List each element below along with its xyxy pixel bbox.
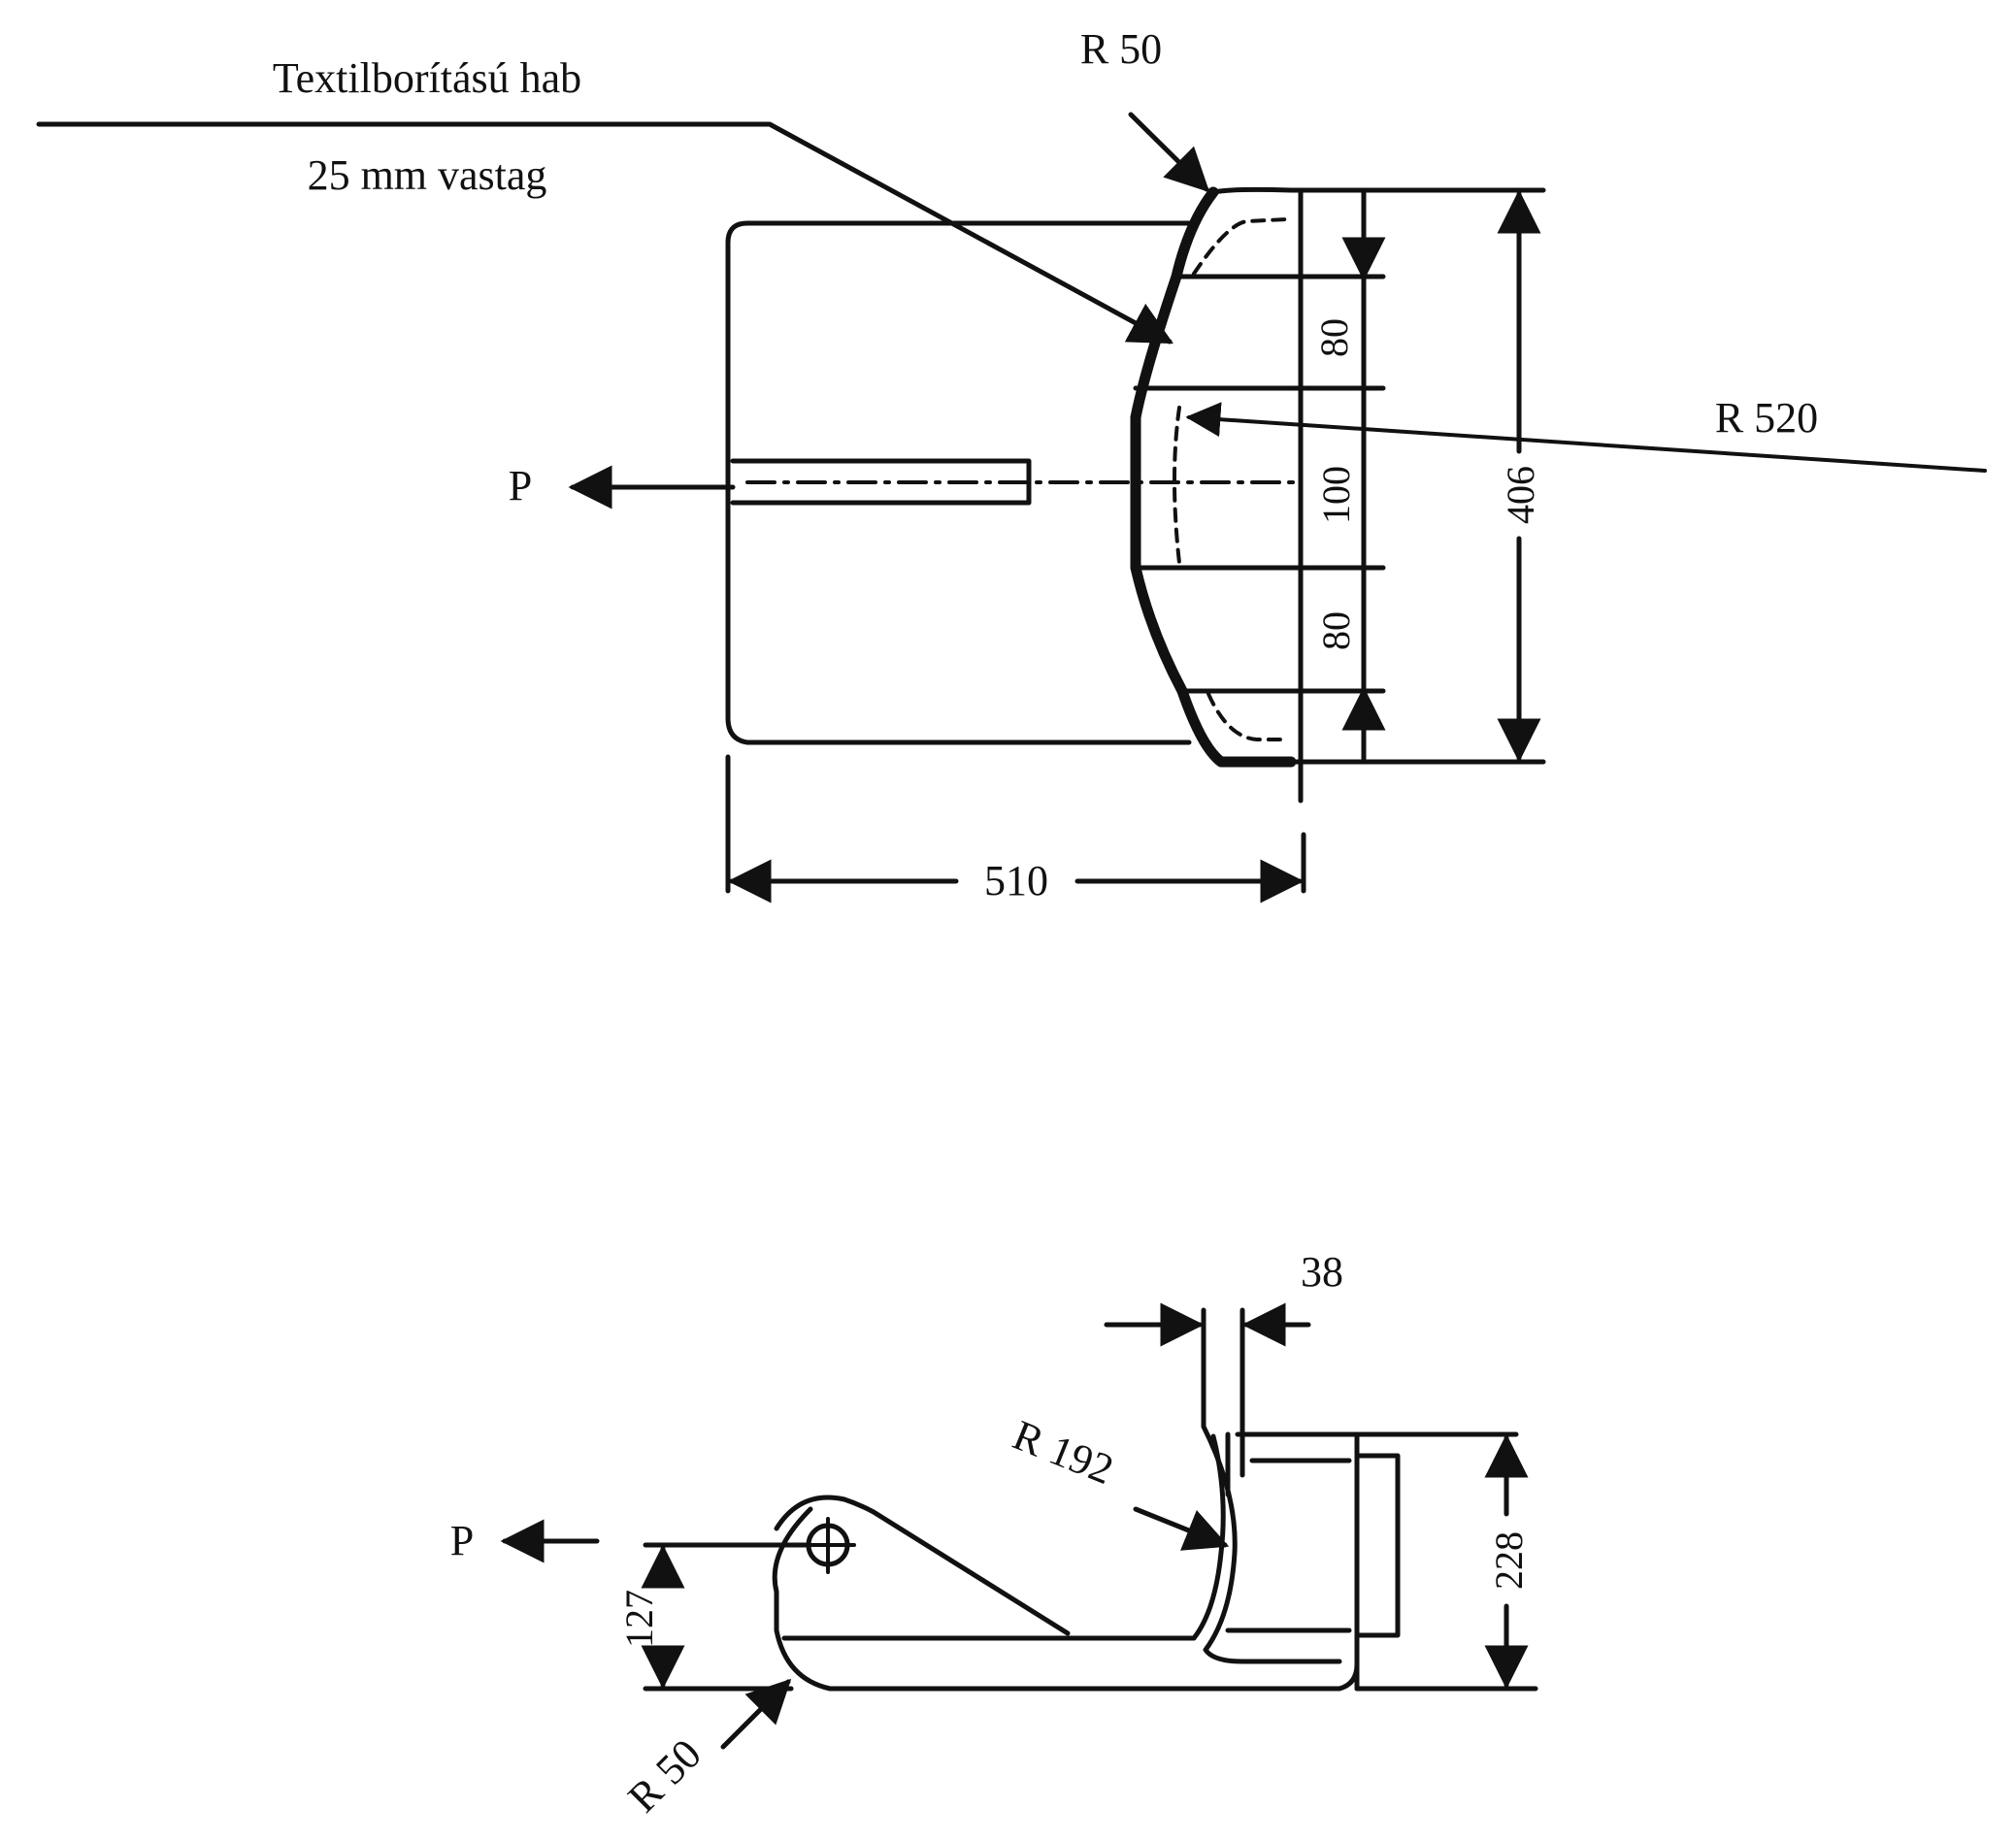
dim-406-label: 406 [1499,466,1542,524]
upper-cap [1173,186,1299,279]
dim-80-lower-label: 80 [1314,611,1358,650]
dim-100-label: 100 [1314,466,1358,524]
dim-127-label: 127 [617,1590,661,1648]
handle-slot [730,458,1032,506]
dim-510-label: 510 [984,857,1048,904]
back-curve-outer [1201,1307,1342,1664]
r50-top-leader [1128,112,1210,193]
r50-bottom-leader [720,1678,792,1750]
dim-80-upper-label: 80 [1312,318,1356,357]
seat-body-outline [725,220,1192,745]
middle-dashed [1173,406,1181,565]
side-bracket-upper [774,1495,1071,1636]
side-body-outline [772,1431,1360,1692]
p-top-label: P [509,462,532,510]
r192-label: R 192 [1007,1411,1120,1494]
r192-leader [1133,1506,1230,1551]
top-view: Textilborítású hab 25 mm vastag R 50 R 5… [36,25,1987,904]
p-bottom-label: P [450,1517,474,1564]
bottom-r50-label: R 50 [619,1730,711,1822]
side-view: 38 R 192 P 228 127 R 50 [450,1248,1538,1822]
foam-thickness-label: 25 mm vastag [308,151,547,199]
back-curve-inner [1191,1433,1226,1641]
upper-dashed [1192,217,1288,276]
top-r50-label: R 50 [1080,25,1162,73]
foam-leader-line [36,121,1173,345]
lower-dashed [1206,692,1288,741]
foam-label: Textilborítású hab [273,54,581,102]
dim-228-label: 228 [1487,1531,1531,1590]
rear-bracket [1356,1453,1401,1638]
r520-label: R 520 [1715,394,1818,442]
front-curve-thick [1130,186,1297,768]
r520-leader-line [1185,402,1987,473]
dim-38-label: 38 [1301,1248,1343,1296]
